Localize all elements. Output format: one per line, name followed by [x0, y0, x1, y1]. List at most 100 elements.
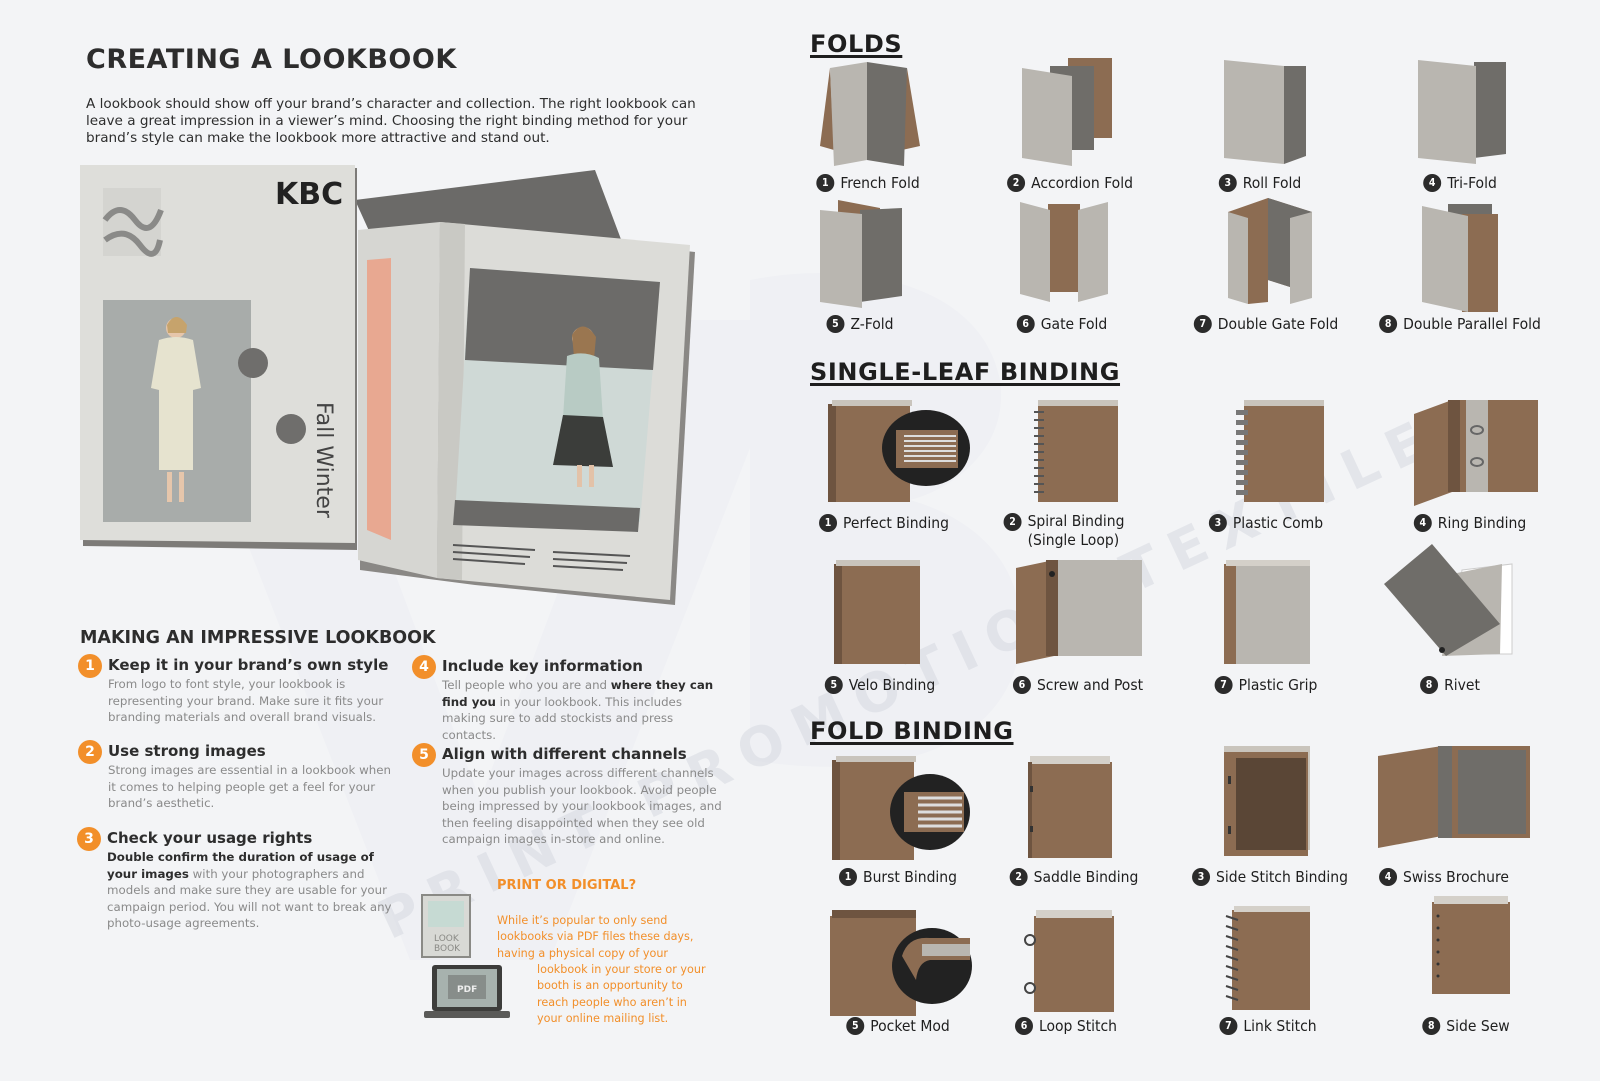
- binding-name: Pocket Mod: [870, 1017, 950, 1035]
- print-digital-heading: PRINT OR DIGITAL?: [497, 878, 637, 893]
- binding-number: 6: [1012, 676, 1031, 694]
- binding-number: 7: [1219, 1017, 1238, 1035]
- binding-number: 3: [1208, 514, 1227, 532]
- binding-number: 4: [1379, 868, 1398, 886]
- fold-name: Double Gate Fold: [1217, 315, 1339, 333]
- burst-binding-icon: [832, 756, 970, 860]
- tip-number: 5: [412, 743, 436, 767]
- tip-body-c: in your lookbook. This includes making s…: [442, 694, 682, 742]
- lookbook-illustration: KBC Fall Winter: [80, 165, 695, 605]
- tip-title: Align with different channels: [442, 745, 687, 763]
- french-fold-icon: [820, 62, 920, 166]
- roll-fold-icon: [1224, 60, 1306, 164]
- fold-binding-label-3: 3 Side Stitch Binding: [1192, 866, 1348, 888]
- plastic-grip-icon: [1224, 560, 1310, 664]
- binding-name: Screw and Post: [1036, 676, 1144, 694]
- screw-and-post-icon: [1016, 560, 1142, 664]
- print-line: reach people who aren’t in: [537, 995, 687, 1009]
- binding-name: Side Stitch Binding: [1216, 868, 1348, 886]
- double-parallel-fold-icon: [1422, 204, 1498, 312]
- print-line: your online mailing list.: [537, 1012, 669, 1026]
- tip-body: Double confirm the duration of usage of …: [107, 849, 392, 932]
- tip-body-rest: with your photographers and models and m…: [107, 866, 392, 931]
- binding-number: 2: [1009, 868, 1028, 886]
- look-book-label-2: BOOK: [434, 944, 461, 954]
- binding-number: 1: [839, 868, 857, 886]
- fold-name: Double Parallel Fold: [1403, 315, 1541, 333]
- fold-number: 5: [826, 315, 845, 333]
- binding-name: Swiss Brochure: [1403, 868, 1509, 886]
- page-title: CREATING A LOOKBOOK: [86, 44, 457, 75]
- fold-number: 3: [1218, 174, 1237, 192]
- fold-number: 4: [1423, 174, 1442, 192]
- folds-title: FOLDS: [810, 30, 903, 58]
- print-line: having a physical copy of your: [497, 946, 669, 960]
- single-leaf-label-6: 6 Screw and Post: [1012, 674, 1144, 696]
- ring-binding-icon: [1414, 400, 1538, 506]
- print-digital-illustration: LOOK BOOK PDF: [421, 894, 510, 1018]
- binding-name: Ring Binding: [1437, 514, 1527, 532]
- saddle-binding-icon: [1028, 756, 1112, 858]
- binding-name: Loop Stitch: [1039, 1017, 1117, 1035]
- fold-label-8: 8 Double Parallel Fold: [1379, 313, 1541, 335]
- binding-name-line-1: Spiral Binding: [1027, 512, 1125, 530]
- binding-number: 3: [1192, 868, 1211, 886]
- print-digital-text-1: While it’s popular to only send lookbook…: [497, 913, 693, 962]
- fold-name: Tri-Fold: [1447, 174, 1497, 192]
- tip-number: 1: [78, 654, 102, 678]
- velo-binding-icon: [834, 560, 920, 664]
- fold-number: 2: [1007, 174, 1026, 192]
- tip-body: Tell people who you are and where they c…: [442, 677, 727, 743]
- side-sew-icon: [1432, 896, 1510, 994]
- tip-number: 2: [78, 740, 102, 764]
- fold-binding-label-2: 2 Saddle Binding: [1009, 866, 1139, 888]
- fold-number: 7: [1193, 315, 1212, 333]
- z-fold-icon: [820, 200, 902, 308]
- binding-number: 1: [819, 514, 838, 532]
- tri-fold-icon: [1418, 60, 1506, 164]
- binding-name: Saddle Binding: [1033, 868, 1139, 886]
- plastic-comb-icon: [1236, 400, 1324, 502]
- loop-stitch-icon: [1024, 910, 1114, 1012]
- tip-body-bold: Double confirm the duration of usage of …: [107, 850, 374, 881]
- fold-name: Roll Fold: [1242, 174, 1302, 192]
- binding-number: 5: [846, 1017, 865, 1035]
- print-line: lookbook in your store or your: [537, 963, 706, 976]
- swiss-brochure-icon: [1378, 746, 1530, 848]
- double-gate-fold-icon: [1228, 198, 1312, 304]
- binding-name: Burst Binding: [863, 868, 957, 886]
- cover-season-text: Fall Winter: [311, 402, 336, 519]
- making-section-title: MAKING AN IMPRESSIVE LOOKBOOK: [80, 628, 436, 648]
- rivet-icon: [1384, 544, 1513, 656]
- fold-name: Gate Fold: [1040, 315, 1108, 333]
- single-leaf-label-5: 5 Velo Binding: [824, 674, 936, 696]
- binding-number: 5: [824, 676, 843, 694]
- binding-name: Velo Binding: [848, 676, 936, 694]
- fold-binding-label-5: 5 Pocket Mod: [846, 1015, 950, 1037]
- single-leaf-label-3: 3 Plastic Comb: [1208, 512, 1324, 534]
- fold-number: 1: [816, 174, 835, 192]
- side-stitch-binding-icon: [1224, 746, 1310, 856]
- binding-name: Plastic Comb: [1232, 514, 1324, 532]
- tip-body-bold: where they can find you: [442, 678, 714, 709]
- fold-number: 8: [1379, 315, 1398, 333]
- print-line: lookbooks via PDF files these days,: [497, 930, 694, 944]
- tip-number: 4: [412, 655, 436, 679]
- print-line: booth is an opportunity to: [537, 979, 683, 993]
- accordion-fold-icon: [1022, 58, 1112, 166]
- tip-number: 3: [77, 827, 101, 851]
- fold-label-3: 3 Roll Fold: [1218, 172, 1302, 194]
- tip-body: Strong images are essential in a lookboo…: [108, 763, 391, 810]
- cover-logo: KBC: [275, 177, 343, 212]
- link-stitch-icon: [1225, 906, 1310, 1010]
- spiral-binding-icon: [1034, 400, 1118, 502]
